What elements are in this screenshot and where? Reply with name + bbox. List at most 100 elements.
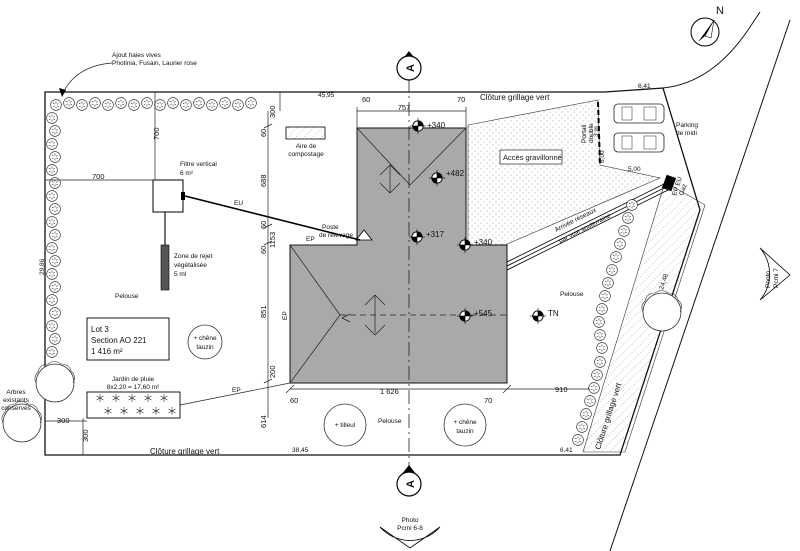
ep-label-side: EP — [282, 311, 289, 320]
dim-688: 688 — [259, 174, 268, 187]
pelouse-left-label: Pelouse — [115, 293, 139, 300]
dim-700-horizontal: 700 — [92, 172, 105, 181]
hedge-left — [46, 112, 61, 358]
car-bottom — [613, 132, 665, 153]
pelouse-bottom-label: Pelouse — [378, 418, 402, 425]
photo-bottom-label-line2: Pcmi 6-8 — [397, 525, 423, 532]
vertical-filter — [152, 179, 184, 213]
dim-700-vertical: 700 — [152, 127, 161, 140]
hedge-note-line2: Photinia, Fusain, Laurier rose — [112, 60, 197, 67]
parking-area — [613, 103, 665, 153]
portal-label-line1: Portail — [581, 124, 588, 143]
rejet-label-line1: Zone de rejet — [174, 253, 212, 260]
dim-60-c: 60 — [259, 221, 268, 229]
dimension-ticks — [263, 123, 512, 394]
portal-gate — [597, 101, 601, 166]
dim-60-b: 60 — [259, 129, 268, 137]
fence-top-label: Clôture grillage vert — [480, 93, 550, 102]
dim-60-d: 60 — [259, 246, 268, 254]
dim-300-left: 300 — [57, 416, 70, 425]
portal-label-line3: 3 m — [593, 126, 600, 137]
ep-label-bottom: EP — [232, 387, 241, 394]
network-box-label-line2: Gaz — [678, 183, 688, 197]
pump-label-line2: de relevage — [319, 232, 353, 239]
dim-2986: 29,86 — [39, 258, 46, 275]
tn-label: TN — [548, 309, 559, 318]
compost-label-line2: compostage — [288, 151, 324, 158]
trees-kept-line2: existants — [3, 397, 29, 404]
dim-2448: 24,48 — [658, 273, 670, 291]
section-label-top: A — [405, 64, 417, 72]
tree-oak-bottom — [443, 403, 487, 447]
dim-300-bottom: 300 — [81, 429, 90, 442]
tree-oak-left — [187, 324, 223, 360]
dim-60-a: 60 — [362, 95, 370, 104]
network-box — [661, 174, 677, 192]
photo-marker-bottom — [379, 526, 441, 549]
pelouse-right-label: Pelouse — [560, 291, 584, 298]
dimension-lines — [45, 92, 590, 455]
trees-kept-line3: conservés — [1, 405, 31, 412]
dim-600: 6,00 — [599, 150, 606, 163]
dim-1153: 1153 — [268, 232, 277, 248]
rain-garden — [86, 391, 181, 419]
dim-4595: 45,95 — [318, 92, 335, 99]
gravel-label-box — [499, 149, 563, 165]
filter-label-line1: Filtre vertical — [180, 161, 217, 168]
lot-area: 1 416 m² — [91, 347, 123, 356]
fence-bottom-label: Clôture grillage vert — [150, 447, 220, 456]
house — [289, 127, 508, 384]
dim-757: 757 — [398, 103, 411, 112]
tree-existing-1 — [34, 361, 76, 403]
section-marker-top: A — [396, 51, 422, 81]
road — [609, 11, 791, 551]
elevation-482: +482 — [446, 169, 465, 178]
dim-641-top: 6,41 — [638, 83, 651, 90]
lot-section: Section AO 221 — [91, 336, 147, 345]
hedge-annotation-arrow — [61, 62, 113, 96]
dim-910: 910 — [555, 385, 568, 394]
pump-station — [355, 229, 373, 241]
tn-marker — [529, 307, 547, 325]
lot-number: Lot 3 — [91, 325, 109, 334]
dim-500: 5,00 — [628, 166, 641, 173]
rejet-zone — [160, 244, 170, 291]
dim-200: 200 — [268, 365, 277, 378]
rain-garden-label-line1: Jardin de pluie — [112, 376, 155, 383]
hedge-top — [50, 97, 257, 111]
dim-641-bottom: 6,41 — [560, 447, 573, 454]
elevation-340-top: +340 — [427, 121, 446, 130]
dim-300-top: 300 — [268, 105, 277, 118]
dim-851: 851 — [259, 305, 268, 318]
ep-pipe-bottom — [179, 382, 291, 406]
compost-label-line1: Aire de — [296, 143, 317, 150]
oak-bottom-label-line2: tauzin — [456, 428, 474, 435]
photo-bottom-label-line1: Photo — [402, 517, 419, 524]
section-label-bottom: A — [405, 480, 417, 488]
parking-label-line1: Parking — [676, 122, 698, 129]
section-marker-bottom: A — [396, 465, 422, 497]
photo-right-label-line2: Pcmi 7 — [773, 268, 780, 288]
rejet-label-line3: 5 ml — [174, 271, 187, 278]
gravel-label: Accès gravillonné — [503, 153, 562, 162]
dim-70-b: 70 — [484, 396, 492, 405]
photo-right-label-line1: Photo — [765, 271, 772, 288]
dim-614: 614 — [259, 415, 268, 428]
elevation-545: +545 — [474, 309, 493, 318]
hedge-note-line1: Ajout haies vives — [112, 52, 162, 59]
dim-70-a: 70 — [457, 95, 465, 104]
elevation-317: +317 — [426, 230, 445, 239]
compost-area — [285, 126, 326, 140]
portal-label-line2: double — [588, 123, 595, 143]
eu-pipe — [184, 195, 361, 241]
parking-label-line2: de midi — [676, 130, 697, 137]
photo-marker-right — [759, 247, 791, 301]
dim-1626: 1 626 — [380, 387, 399, 396]
pump-label-line1: Poste — [322, 224, 339, 231]
dim-3845: 38,45 — [292, 447, 309, 454]
filter-label-line2: 6 m² — [180, 170, 194, 177]
elevation-340-right: +340 — [474, 238, 493, 247]
tilleul-label: + tilleul — [335, 422, 356, 429]
trees-kept-line1: Arbres — [6, 389, 26, 396]
car-top — [613, 103, 665, 124]
